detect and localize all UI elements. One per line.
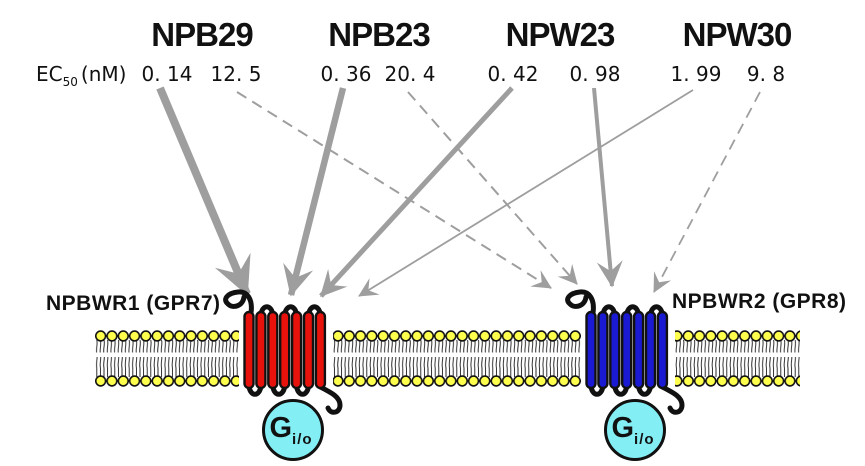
- arrow-npb23-204-to-npbwr2: [407, 91, 578, 285]
- receptor1-n-terminus: [223, 289, 254, 316]
- receptor-npbwr1: [223, 289, 343, 461]
- ec50-value-npw23-npbwr1: 0. 42: [487, 62, 539, 86]
- arrow-npb29-125-to-npbwr2: [236, 91, 552, 289]
- receptor-npbwr2: [565, 289, 685, 461]
- receptor2-n-terminus: [565, 289, 596, 316]
- membrane-tails: [95, 340, 800, 377]
- arrow-npb23-036-to-npbwr1: [283, 87, 347, 297]
- g-protein-1-sub: i/o: [292, 431, 313, 448]
- receptor-label-npbwr1: NPBWR1 (GPR7): [46, 292, 221, 315]
- g-protein-label-1: Gi/o: [269, 412, 312, 448]
- receptor2-c-terminus: [659, 384, 685, 415]
- arrow-npb29-014-to-npbwr1: [156, 86, 251, 296]
- ligand-label-npb23: NPB23: [328, 16, 430, 53]
- receptor1-c-terminus: [317, 384, 343, 415]
- g-protein-label-2: Gi/o: [611, 412, 654, 448]
- arrow-npw30-98-to-npbwr2: [653, 91, 761, 293]
- ec50-axis-label: EC50(nM): [36, 62, 126, 89]
- ec50-subscript: 50: [62, 75, 78, 89]
- g-protein-circle-2: [604, 399, 666, 461]
- g-protein-circle-1: [262, 399, 324, 461]
- ec50-value-npb23-npbwr1: 0. 36: [320, 62, 372, 86]
- receptor-label-npbwr2: NPBWR2 (GPR8): [672, 290, 847, 313]
- membrane-heads-inner: [95, 375, 800, 387]
- ligand-label-npw30: NPW30: [682, 16, 793, 53]
- ec50-value-npw30-npbwr1: 1. 99: [670, 62, 722, 86]
- receptor2-helices: [585, 310, 669, 390]
- g-protein-2-main: G: [611, 412, 635, 444]
- ec50-value-npb29-npbwr2: 12. 5: [210, 62, 262, 86]
- ligand-label-npb29: NPB29: [151, 16, 253, 53]
- arrow-npw30-199-to-npbwr1: [358, 89, 694, 297]
- arrow-npw23-098-to-npbwr2: [592, 87, 623, 288]
- lipid-membrane: [95, 330, 800, 387]
- arrow-npw23-042-to-npbwr1: [319, 86, 514, 298]
- ec50-value-npb29-npbwr1: 0. 14: [141, 62, 193, 86]
- ec50-unit: (nM): [80, 62, 127, 86]
- membrane-mid-gap: [95, 352, 800, 357]
- membrane-heads-outer: [95, 330, 800, 342]
- arrow-layer: [156, 86, 761, 298]
- g-protein-2-sub: i/o: [634, 431, 655, 448]
- g-protein-1-main: G: [269, 412, 293, 444]
- ec50-value-npb23-npbwr2: 20. 4: [384, 62, 436, 86]
- ec50-prefix: EC: [36, 62, 63, 86]
- ligand-label-npw23: NPW23: [505, 16, 616, 53]
- ec50-value-npw23-npbwr2: 0. 98: [569, 62, 621, 86]
- ec50-value-npw30-npbwr2: 9. 8: [746, 62, 786, 86]
- receptor1-helices: [243, 310, 327, 390]
